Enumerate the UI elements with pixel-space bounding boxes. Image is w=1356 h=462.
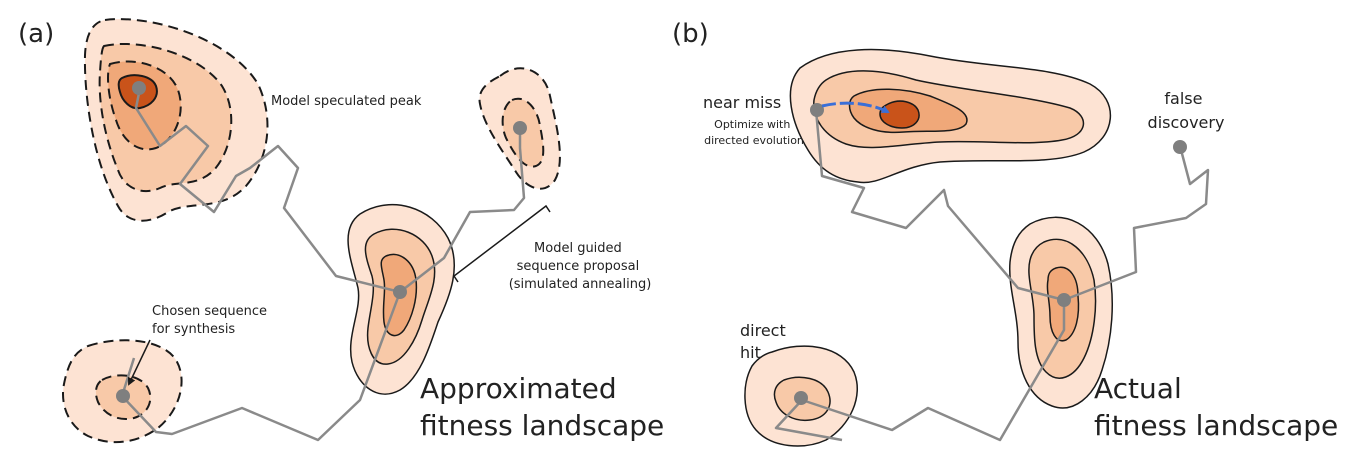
panel-b-title-line-2: fitness landscape [1094,409,1338,442]
panel-b: (b) near miss Optimi [672,19,1338,447]
near-miss-sublabel: Optimize with directed evolution [704,118,804,147]
panel-a-letter: (a) [18,19,54,49]
node-speculated-peak [132,81,146,95]
proposal-label-line-3: (simulated annealing) [509,277,652,292]
node-center-peak [393,285,407,299]
node-small-peak [513,121,527,135]
proposal-label-line-2: sequence proposal [517,259,640,274]
chosen-label-line-1: Chosen sequence [152,304,267,319]
directed-evolution-arrow [821,101,890,114]
chosen-sequence-arrow [127,339,151,386]
near-miss-sub-line-2: directed evolution [704,134,804,147]
near-miss-label: near miss [703,93,781,112]
panel-b-title: Actual fitness landscape [1094,372,1338,442]
chosen-sequence-label: Chosen sequence for synthesis [152,304,271,337]
panel-b-letter: (b) [672,19,709,49]
panel-b-title-line-1: Actual [1094,372,1182,405]
node-near-miss [810,103,824,117]
node-direct-hit [794,391,808,405]
false-discovery-line-2: discovery [1148,113,1225,132]
near-miss-sub-line-1: Optimize with [714,118,790,131]
direct-hit-line-2: hit [740,343,761,362]
node-actual-center [1057,293,1071,307]
node-false-discovery [1173,140,1187,154]
proposal-bracket [452,204,551,283]
chosen-label-line-2: for synthesis [152,322,235,337]
direct-hit-line-1: direct [740,321,786,340]
panel-a: (a) [18,18,664,444]
node-chosen-sequence [116,389,130,403]
sequence-path-b [774,109,1210,442]
panel-a-title-line-2: fitness landscape [420,409,664,442]
speculated-peak-contours [83,18,269,222]
near-miss-level-4 [879,100,920,129]
panel-a-title-line-1: Approximated [420,372,617,405]
false-discovery-label: false discovery [1148,89,1225,132]
speculated-peak-label: Model speculated peak [271,94,422,109]
center-peak-contours [347,204,456,395]
near-miss-peak-contours [789,48,1112,184]
sequence-path-a [120,87,526,442]
false-discovery-line-1: false [1164,89,1202,108]
proposal-label-line-1: Model guided [534,241,622,256]
proposal-label: Model guided sequence proposal (simulate… [509,241,652,292]
direct-hit-label: direct hit [740,321,791,362]
panel-a-title: Approximated fitness landscape [420,372,664,442]
